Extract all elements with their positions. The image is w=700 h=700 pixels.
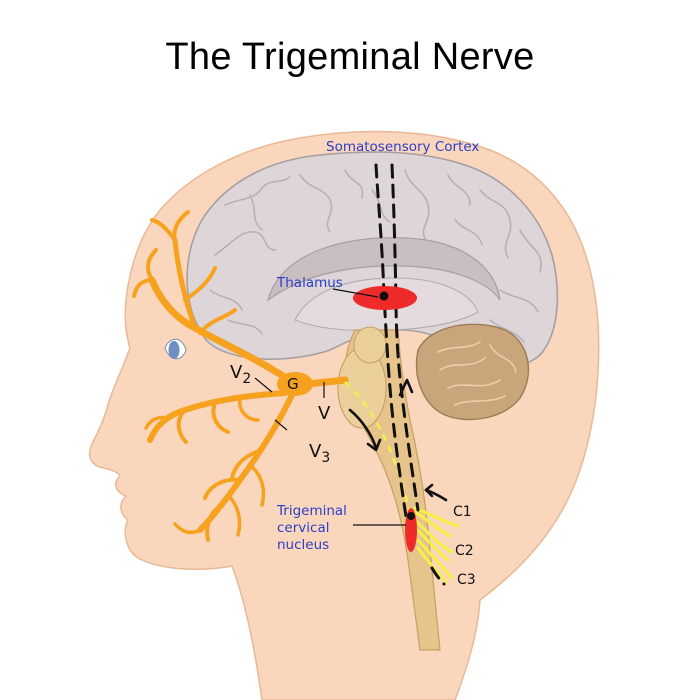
label-v3: V3 bbox=[309, 441, 330, 466]
label-nucleus-line2: cervical bbox=[277, 520, 329, 536]
label-ganglion: G bbox=[287, 375, 299, 393]
midbrain bbox=[353, 326, 387, 364]
label-nucleus-line3: nucleus bbox=[277, 537, 329, 553]
label-c2: C2 bbox=[455, 543, 474, 559]
label-somatosensory-cortex: Somatosensory Cortex bbox=[326, 139, 479, 155]
label-v2: V2 bbox=[230, 362, 251, 387]
cerebellum bbox=[415, 323, 530, 421]
diagram-title: The Trigeminal Nerve bbox=[165, 36, 535, 78]
pathway-arrows bbox=[348, 378, 448, 502]
cervical-nucleus bbox=[405, 508, 417, 552]
label-c3: C3 bbox=[457, 572, 476, 588]
brain-gyri bbox=[209, 169, 542, 343]
eye bbox=[164, 338, 187, 360]
thalamus-dot bbox=[379, 291, 389, 301]
ascending-pathways bbox=[374, 163, 446, 586]
label-v: V bbox=[318, 403, 331, 424]
label-c1: C1 bbox=[453, 504, 472, 520]
trigeminal-branches bbox=[132, 210, 349, 542]
corpus-callosum bbox=[266, 237, 501, 302]
label-thalamus: Thalamus bbox=[276, 275, 343, 291]
trigeminal-ganglion bbox=[277, 372, 313, 396]
leader-lines bbox=[254, 288, 406, 526]
nucleus-dot bbox=[407, 512, 415, 520]
label-nucleus-line1: Trigeminal bbox=[276, 503, 347, 519]
spinal-nerves bbox=[413, 506, 460, 584]
yellow-pathway bbox=[344, 381, 412, 516]
